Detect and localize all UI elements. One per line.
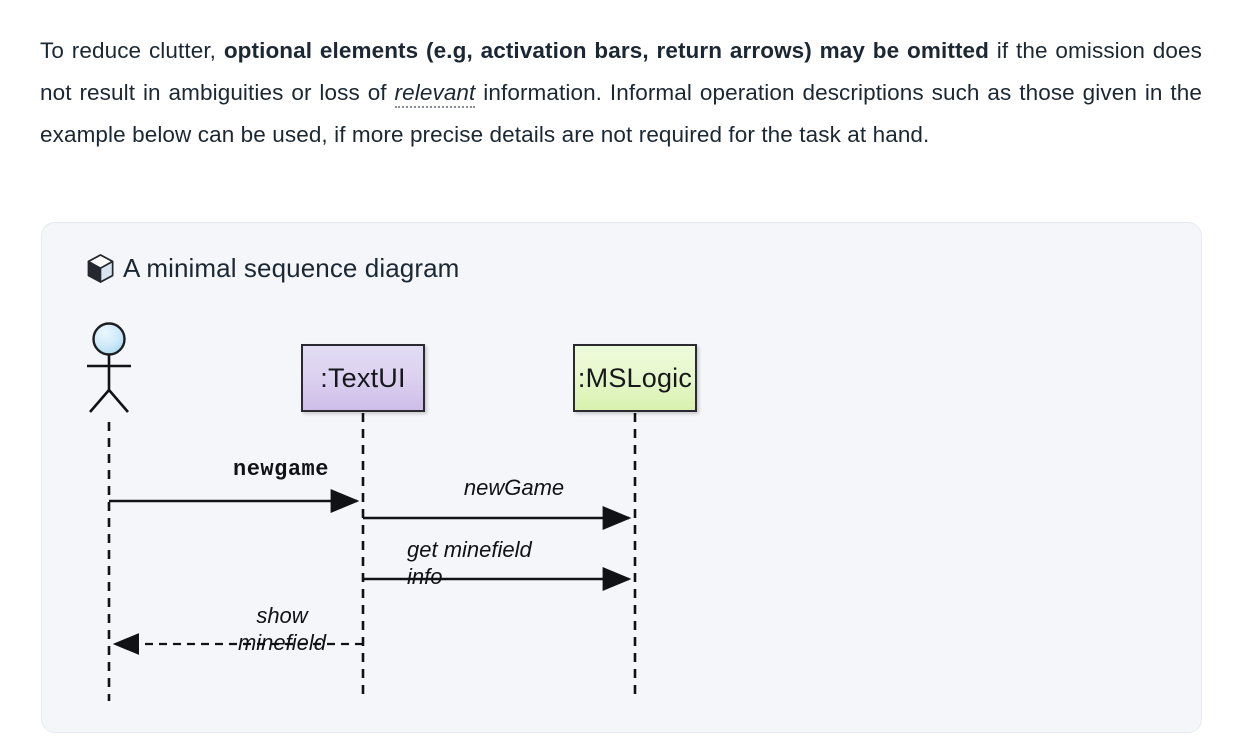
intro-paragraph: To reduce clutter, optional elements (e.… [40, 30, 1202, 156]
panel-header: A minimal sequence diagram [87, 253, 459, 284]
diagram-panel: A minimal sequence diagram [41, 222, 1202, 733]
panel-title: A minimal sequence diagram [123, 253, 460, 283]
cube-icon [87, 254, 114, 283]
message-label-newGame: newGame [463, 475, 565, 500]
participant-box-textui[interactable]: :TextUI [301, 344, 425, 412]
prose-segment-bold: optional elements (e.g, activation bars,… [223, 38, 989, 63]
participant-label-mslogic: :MSLogic [577, 362, 693, 393]
participant-box-mslogic[interactable]: :MSLogic [573, 344, 697, 412]
message-label-newgame: newgame [233, 457, 329, 482]
message-label-show-minefield: show minefield [237, 603, 327, 655]
actor-figure [87, 322, 131, 413]
message-label-get-minefield-info: get minefield info [407, 537, 532, 589]
prose-segment-1: To reduce clutter, [40, 38, 224, 63]
prose-segment-3: if the omission does not result in ambig… [40, 38, 1202, 105]
relevant-tooltip-term[interactable]: relevant [394, 80, 476, 108]
prose-segment-5: information. Informal operation descript… [40, 80, 1202, 147]
participant-label-textui: :TextUI [320, 362, 406, 393]
sequence-diagram-canvas [87, 322, 637, 701]
